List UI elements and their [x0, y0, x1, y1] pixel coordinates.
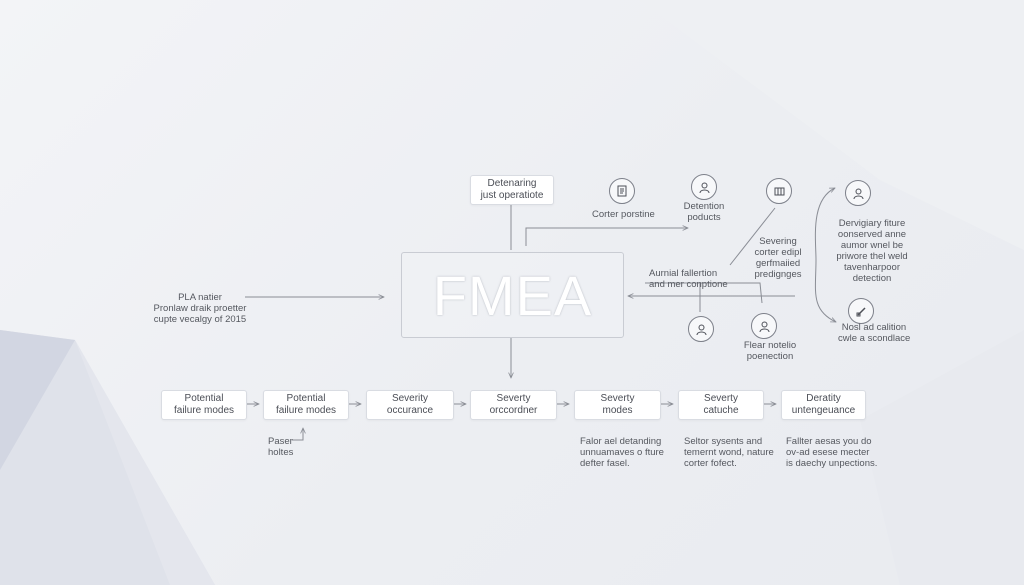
- flear-line-2: poenection: [746, 351, 794, 362]
- right-top-line-4: priwore thel weld: [836, 251, 908, 262]
- flow-box-2: Potential failure modes: [263, 390, 349, 420]
- bg-shape-top-right: [640, 0, 1024, 250]
- left-note: PLA natier Pronlaw draik proetter cupte …: [150, 292, 250, 325]
- flow-box-3-line-2: occurance: [386, 405, 434, 416]
- flear-label: Flear notelio poenection: [740, 340, 800, 362]
- line-aurnial: [645, 282, 763, 304]
- fmea-center-box: FMEA: [401, 252, 624, 338]
- flow-box-6: Severty catuche: [678, 390, 764, 420]
- severing-line-1: Severing: [759, 236, 797, 247]
- bottom-note-3-line-1: Fallter aesas you do: [786, 436, 872, 447]
- severing-label: Severing corter edipl gerfmaiied predign…: [750, 236, 806, 280]
- flear-line-1: Flear notelio: [743, 340, 797, 351]
- tools-icon: [848, 298, 874, 324]
- user-icon-lower: [688, 316, 714, 342]
- severing-line-4: predignges: [754, 269, 802, 280]
- aurnial-label: Aurnial fallertion and mer conptione: [649, 268, 728, 290]
- flow-box-5-line-1: Severty: [600, 393, 635, 404]
- flow-box-7-line-1: Deratity: [806, 393, 841, 404]
- aurnial-line-2: and mer conptione: [649, 279, 728, 290]
- flow-box-1-line-1: Potential: [184, 393, 224, 404]
- gear-icon: [766, 178, 792, 204]
- bottom-note-1-line-1: Falor ael detanding: [580, 436, 662, 447]
- flow-box-7-line-2: untengeuance: [791, 405, 856, 416]
- paser-line-2: holtes: [268, 447, 294, 458]
- top-box: Detenaring just operatiote: [470, 175, 554, 205]
- line-paser: [292, 428, 303, 441]
- right-bottom-line-2: cwle a scondlace: [838, 333, 911, 344]
- flow-box-2-line-2: failure modes: [275, 405, 337, 416]
- right-top-line-1: Dervigiary fiture: [838, 218, 906, 229]
- flow-box-6-line-1: Severty: [704, 393, 738, 404]
- aurnial-line-1: Aurnial fallertion: [649, 268, 718, 279]
- bottom-note-3-line-2: ov-ad esese mecter: [786, 447, 870, 458]
- flow-box-4: Severty orccordner: [470, 390, 557, 420]
- flow-box-1-line-2: failure modes: [173, 405, 235, 416]
- severing-line-2: corter edipl: [754, 247, 802, 258]
- person-icon-lower: [751, 313, 777, 339]
- document-icon: [609, 178, 635, 204]
- left-note-line-1: PLA natier: [178, 292, 222, 303]
- flow-box-3: Severity occurance: [366, 390, 454, 420]
- line-to-detection: [525, 228, 688, 246]
- detection-line-1: Detention: [683, 201, 725, 212]
- right-top-line-6: detection: [852, 273, 892, 284]
- bottom-note-2-line-2: temernt wond, nature: [684, 447, 774, 458]
- paser-line-1: Paser: [268, 436, 293, 447]
- left-note-line-3: cupte vecalgy of 2015: [153, 314, 247, 325]
- bg-shape-bottom-right: [860, 330, 1024, 585]
- right-top-line-3: aumor wnel be: [840, 240, 904, 251]
- right-bottom-line-1: Nosl ad calition: [841, 322, 907, 333]
- flow-box-1: Potential failure modes: [161, 390, 247, 420]
- right-top-note: Dervigiary fiture oonserved anne aumor w…: [836, 218, 908, 284]
- bg-shape-left-dark: [0, 330, 75, 470]
- bottom-note-2-line-3: corter fofect.: [684, 458, 737, 469]
- bottom-note-3: Fallter aesas you do ov-ad esese mecter …: [786, 436, 877, 469]
- paser-note: Paser holtes: [268, 436, 293, 458]
- flow-box-6-line-2: catuche: [703, 405, 739, 416]
- bg-shape-left-light: [75, 340, 215, 585]
- user-icon: [691, 174, 717, 200]
- flow-box-3-line-1: Severity: [391, 393, 429, 404]
- detection-line-2: poducts: [687, 212, 721, 223]
- bottom-note-3-line-3: is daechy unpections.: [786, 458, 878, 469]
- line-severing-diagonal: [729, 207, 776, 266]
- person-icon: [845, 180, 871, 206]
- flow-box-5: Severty modes: [574, 390, 661, 420]
- bottom-note-2: Seltor sysents and temernt wond, nature …: [684, 436, 774, 469]
- right-bottom-note: Nosl ad calition cwle a scondlace: [838, 322, 910, 344]
- corter-label: Corter porstine: [592, 209, 655, 220]
- top-box-line-1: Detenaring: [487, 178, 537, 189]
- left-note-line-2: Pronlaw draik proetter: [153, 303, 247, 314]
- detection-label: Detention poducts: [678, 201, 730, 223]
- severing-line-3: gerfmaiied: [755, 258, 801, 269]
- bottom-note-1: Falor ael detanding unnuamaves o fture d…: [580, 436, 664, 469]
- line-right-bracket: [814, 187, 836, 323]
- flow-box-7: Deratity untengeuance: [781, 390, 866, 420]
- flow-box-5-line-2: modes: [602, 405, 633, 416]
- flow-box-2-line-1: Potential: [286, 393, 326, 404]
- right-top-line-2: oonserved anne: [837, 229, 907, 240]
- fmea-title: FMEA: [432, 263, 593, 327]
- bottom-note-1-line-2: unnuamaves o fture: [580, 447, 664, 458]
- top-box-line-2: just operatiote: [480, 190, 544, 201]
- flow-box-4-line-2: orccordner: [489, 405, 538, 416]
- bottom-note-2-line-1: Seltor sysents and: [684, 436, 763, 447]
- bottom-note-1-line-3: defter fasel.: [580, 458, 630, 469]
- flow-box-4-line-1: Severty: [496, 393, 531, 404]
- right-top-line-5: tavenharpoor: [844, 262, 900, 273]
